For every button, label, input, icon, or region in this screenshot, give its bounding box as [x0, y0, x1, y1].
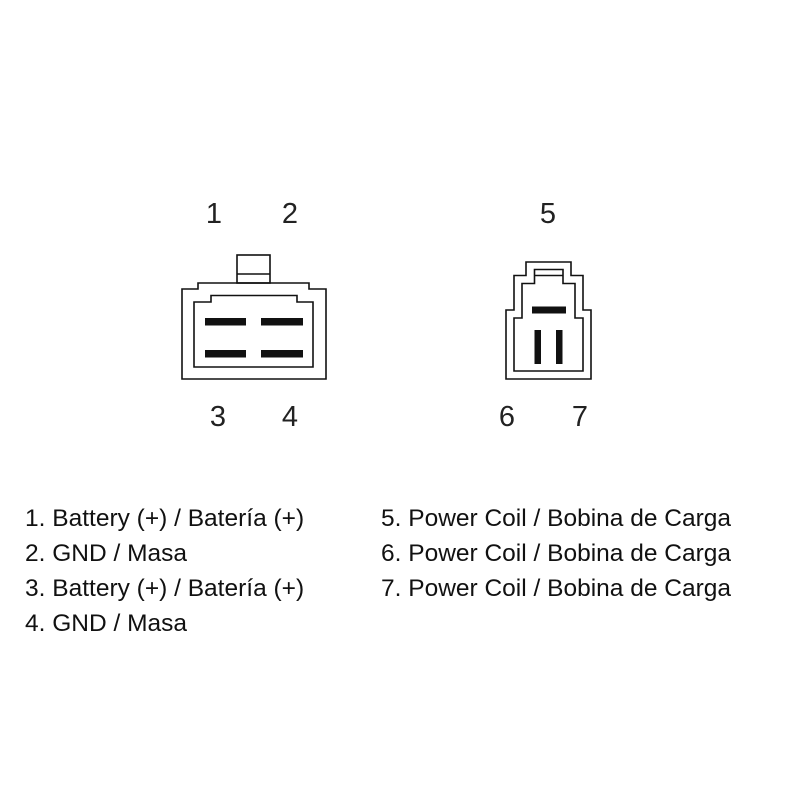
legend-item-5: 5. Power Coil / Bobina de Carga [381, 505, 731, 532]
four-pin-connector-outline [181, 282, 327, 380]
pin-label-3: 3 [209, 401, 227, 433]
pin-label-7: 7 [571, 401, 589, 433]
four-pin-connector-inner [193, 294, 314, 368]
legend-left: 1. Battery (+) / Batería (+) 2. GND / Ma… [25, 501, 304, 641]
three-pin-terminals [532, 306, 566, 364]
legend-item-6: 6. Power Coil / Bobina de Carga [381, 540, 731, 567]
legend-item-4: 4. GND / Masa [25, 610, 188, 637]
pin-label-6: 6 [498, 401, 516, 433]
pin-label-2: 2 [281, 198, 299, 230]
four-pin-terminals [205, 318, 303, 358]
legend-item-2: 2. GND / Masa [25, 540, 188, 567]
legend-right: 5. Power Coil / Bobina de Carga 6. Power… [381, 501, 731, 606]
pin-1 [205, 318, 246, 326]
three-pin-connector [505, 261, 592, 380]
pin-5 [532, 306, 566, 314]
pin-3 [205, 350, 246, 358]
pin-label-5: 5 [539, 198, 557, 230]
pin-label-1: 1 [205, 198, 223, 230]
legend-item-7: 7. Power Coil / Bobina de Carga [381, 575, 731, 602]
pin-6 [534, 330, 541, 364]
pin-label-4: 4 [281, 401, 299, 433]
pin-4 [261, 350, 303, 358]
three-pin-connector-outline [505, 261, 592, 380]
pin-7 [556, 330, 563, 364]
four-pin-connector-latch [236, 254, 271, 284]
three-pin-connector-inner [513, 268, 584, 372]
legend-item-1: 1. Battery (+) / Batería (+) [25, 505, 305, 532]
four-pin-connector [181, 254, 327, 380]
legend-item-3: 3. Battery (+) / Batería (+) [25, 575, 305, 602]
pin-2 [261, 318, 303, 326]
